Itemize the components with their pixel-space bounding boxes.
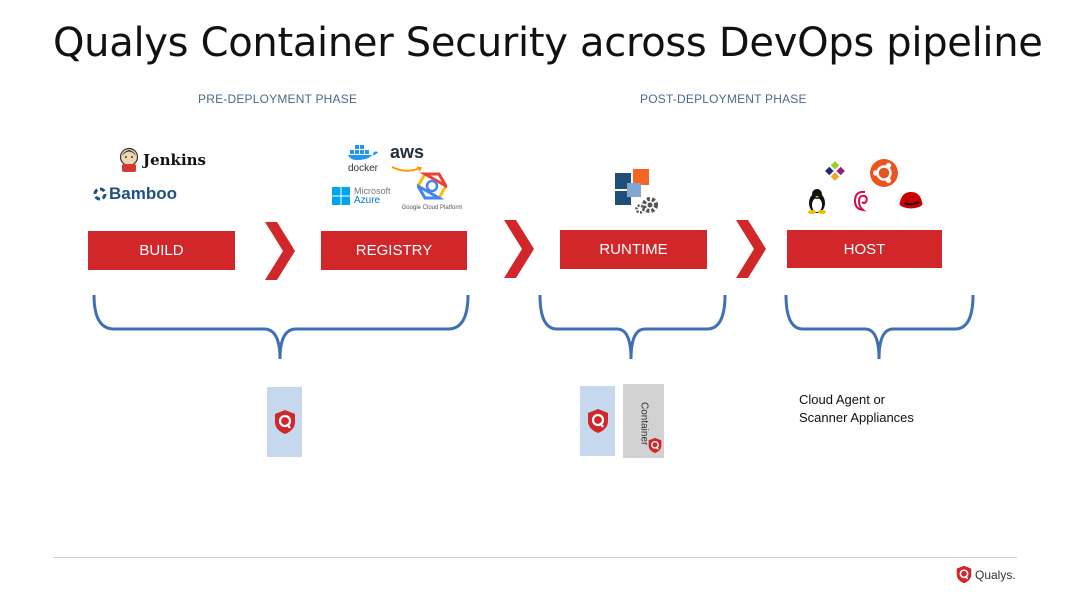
docker-whale-icon xyxy=(348,145,378,160)
azure-label-bottom: Azure xyxy=(354,195,381,206)
windows-icon xyxy=(332,187,350,205)
post-deployment-phase-label: POST-DEPLOYMENT PHASE xyxy=(640,92,807,106)
gcp-logo: Google Cloud Platform xyxy=(397,172,467,211)
google-cloud-hexagon-icon xyxy=(413,172,451,200)
footer-divider xyxy=(53,557,1017,558)
qualys-footer-logo: Qualys. xyxy=(956,565,1016,584)
qualys-shield-icon xyxy=(956,565,972,584)
stage-build: BUILD xyxy=(88,231,235,270)
stage-registry: REGISTRY xyxy=(321,231,467,270)
host-sensor-note: Cloud Agent or Scanner Appliances xyxy=(799,391,914,427)
bamboo-label: Bamboo xyxy=(109,184,177,203)
container-runtime-icon xyxy=(615,169,658,214)
aws-smile-icon xyxy=(391,166,423,172)
chevron-right-icon xyxy=(504,220,534,278)
qualys-shield-icon xyxy=(587,409,608,433)
container-sensor-card: Container xyxy=(623,384,664,458)
gcp-label: Google Cloud Platform xyxy=(401,205,463,211)
centos-icon xyxy=(825,161,845,181)
stage-host: HOST xyxy=(787,230,942,268)
qualys-sensor-card-runtime xyxy=(580,386,615,456)
slide-title: Qualys Container Security across DevOps … xyxy=(53,20,1043,66)
chevron-right-icon xyxy=(736,220,766,278)
azure-label-top: Microsoft xyxy=(354,186,391,196)
docker-label: docker xyxy=(347,163,378,174)
ubuntu-icon xyxy=(870,159,898,187)
jenkins-icon xyxy=(119,147,139,172)
bamboo-logo: Bamboo xyxy=(92,184,177,204)
linux-tux-icon xyxy=(808,189,826,214)
stage-runtime: RUNTIME xyxy=(560,230,707,269)
host-note-line-1: Cloud Agent or xyxy=(799,392,886,407)
jenkins-label: Jenkins xyxy=(143,151,206,169)
qualys-shield-icon xyxy=(274,410,295,434)
footer-brand-text: Qualys. xyxy=(975,567,1016,582)
qualys-sensor-card xyxy=(267,387,302,457)
pre-deployment-phase-label: PRE-DEPLOYMENT PHASE xyxy=(198,92,358,106)
docker-logo: docker xyxy=(345,143,381,174)
jenkins-logo: Jenkins xyxy=(118,147,206,173)
redhat-icon xyxy=(899,192,923,209)
host-brace xyxy=(784,294,975,360)
qualys-shield-small-icon xyxy=(648,437,662,454)
aws-logo: aws xyxy=(390,143,424,179)
aws-label: aws xyxy=(390,142,425,162)
bamboo-icon xyxy=(93,187,107,201)
runtime-brace xyxy=(538,294,727,360)
host-note-line-2: Scanner Appliances xyxy=(799,410,914,425)
azure-logo: Microsoft Azure xyxy=(331,186,391,206)
pre-deployment-brace xyxy=(92,294,470,360)
debian-icon xyxy=(853,190,868,212)
chevron-right-icon xyxy=(265,222,295,280)
